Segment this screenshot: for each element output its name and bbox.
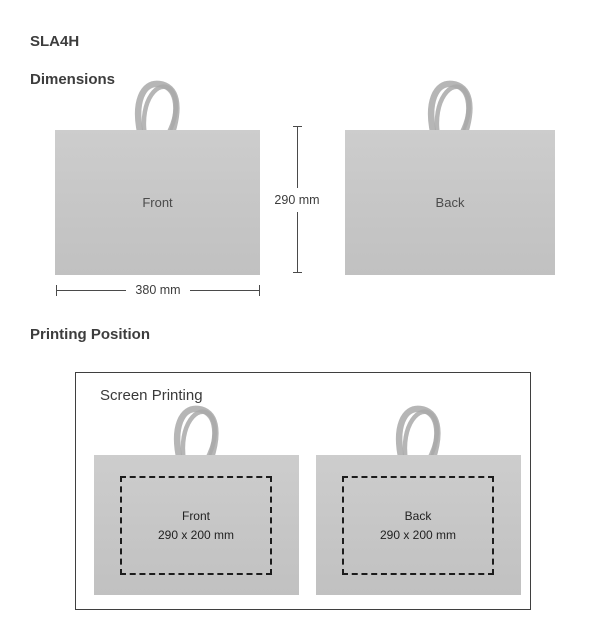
dimension-line <box>296 211 298 272</box>
rope-handle-icon <box>173 405 219 461</box>
screen-printing-title: Screen Printing <box>100 387 203 404</box>
screen-printing-panel: Screen Printing Front 290 x 200 mm <box>75 372 531 610</box>
height-dimension-label: 290 mm <box>274 192 320 207</box>
rope-handle-icon <box>395 405 441 461</box>
front-bag-label: Front <box>142 195 173 210</box>
width-dimension-label: 380 mm <box>135 283 181 297</box>
back-bag-body: Back <box>345 130 555 275</box>
rope-handle-icon <box>427 80 473 136</box>
front-print-size: 290 x 200 mm <box>157 527 235 542</box>
back-print-size: 290 x 200 mm <box>379 527 457 542</box>
back-bag-illustration: Back <box>345 78 555 275</box>
dimension-cap <box>292 272 302 273</box>
product-code: SLA4H <box>30 33 80 50</box>
rope-handle-icon <box>134 80 180 136</box>
dimension-line <box>296 127 298 188</box>
header-block: SLA4H Dimensions <box>30 13 115 108</box>
back-bag-print-body: Back 290 x 200 mm <box>316 455 521 595</box>
dimension-line <box>189 289 259 291</box>
front-print-label: Front <box>181 508 210 523</box>
back-bag-print-illustration: Back 290 x 200 mm <box>316 403 521 598</box>
front-bag-print-illustration: Front 290 x 200 mm <box>94 403 299 598</box>
front-bag-body: Front <box>55 130 260 275</box>
front-print-area: Front 290 x 200 mm <box>120 476 272 575</box>
back-print-label: Back <box>404 508 432 523</box>
back-print-area: Back 290 x 200 mm <box>342 476 494 575</box>
back-bag-label: Back <box>435 195 465 210</box>
dimension-tick <box>56 284 57 296</box>
front-bag-print-body: Front 290 x 200 mm <box>94 455 299 595</box>
height-dimension: 290 mm <box>273 126 321 273</box>
printing-position-heading: Printing Position <box>30 326 150 343</box>
front-bag-illustration: Front <box>55 78 260 275</box>
dimensions-heading: Dimensions <box>30 71 116 88</box>
dimension-line <box>57 289 127 291</box>
dimension-tick <box>259 284 260 296</box>
dimension-cap <box>292 126 302 127</box>
width-dimension: 380 mm <box>56 283 260 297</box>
